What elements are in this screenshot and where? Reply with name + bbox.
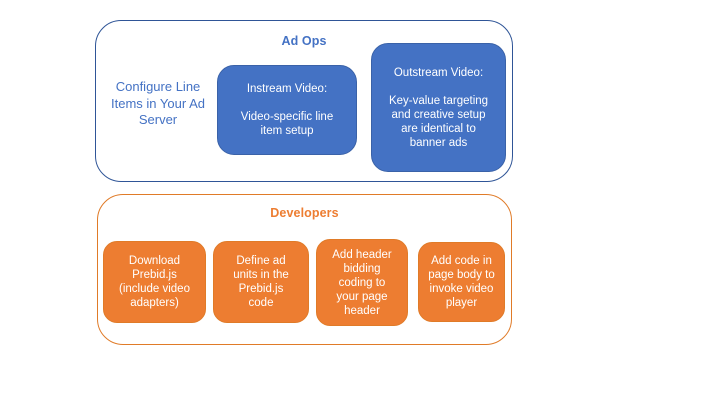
developers-group: Developers Download Prebid.js (include v… xyxy=(97,194,512,345)
developers-title: Developers xyxy=(270,206,339,220)
ad-ops-title: Ad Ops xyxy=(281,34,327,48)
ad-ops-group: Ad Ops Configure Line Items in Your Ad S… xyxy=(95,20,513,182)
download-prebid-box: Download Prebid.js (include video adapte… xyxy=(103,241,206,323)
define-ad-units-box: Define ad units in the Prebid.js code xyxy=(213,241,309,323)
instream-video-box: Instream Video: Video-specific line item… xyxy=(217,65,357,155)
configure-line-items-note: Configure Line Items in Your Ad Server xyxy=(111,79,205,127)
add-page-body-code-box: Add code in page body to invoke video pl… xyxy=(418,242,505,322)
add-header-bidding-box: Add header bidding coding to your page h… xyxy=(316,239,408,326)
outstream-video-box: Outstream Video: Key-value targeting and… xyxy=(371,43,506,172)
